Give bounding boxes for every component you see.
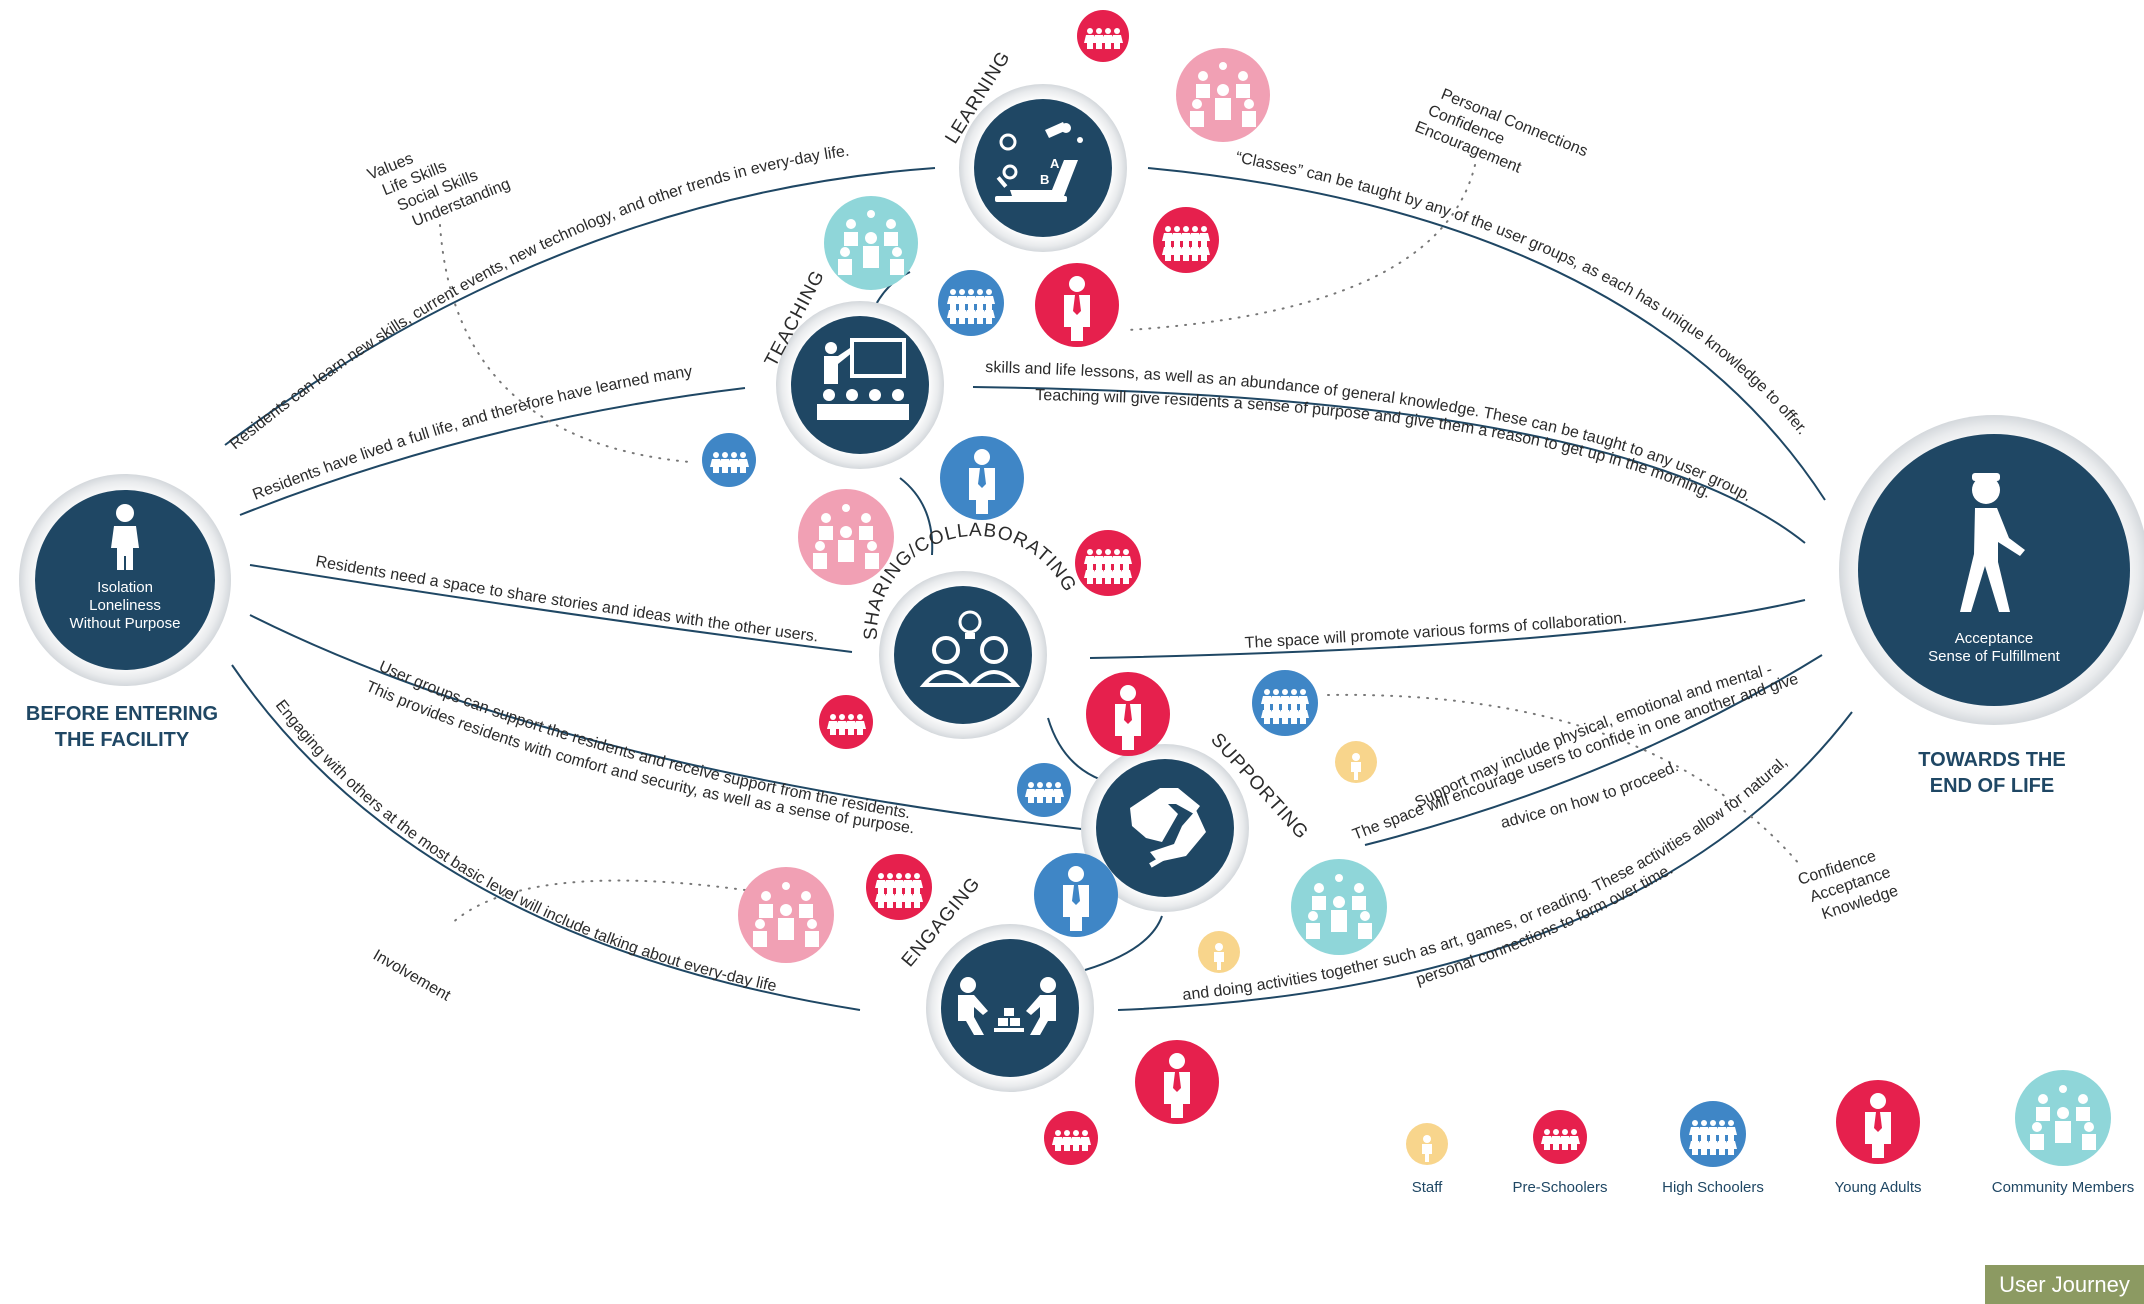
young-adult-icon [1034, 853, 1118, 937]
staff-icon [1335, 741, 1377, 783]
community-members-icon [2015, 1070, 2111, 1166]
staff-icon [1198, 931, 1240, 973]
hub-link-4 [1084, 915, 1163, 971]
young-adult-icon [940, 436, 1024, 520]
classroom-teacher-icon [817, 338, 909, 420]
svg-text:Without Purpose: Without Purpose [70, 615, 181, 632]
play-together-icon [958, 977, 1056, 1035]
community-members-icon [1176, 48, 1270, 142]
stage-engaging: ENGAGING [898, 873, 1094, 1092]
legend-community-members: Community Members [1992, 1070, 2135, 1196]
involvement-label: Involvement [370, 947, 454, 1005]
legend-pre-schoolers: Pre-Schoolers [1512, 1110, 1608, 1196]
pre-schoolers-icon [1153, 207, 1219, 273]
young-adult-icon [1135, 1040, 1219, 1124]
svg-text:Young Adults: Young Adults [1834, 1179, 1921, 1196]
stage-teaching: TEACHING [761, 267, 944, 469]
svg-text:Loneliness: Loneliness [89, 597, 161, 614]
support-left-curve [249, 614, 1091, 831]
share-left-text: Residents need a space to share stories … [314, 553, 819, 645]
svg-text:TOWARDS THE: TOWARDS THE [1918, 749, 2065, 771]
start-title: BEFORE ENTERING THE FACILITY [26, 703, 218, 751]
teach-right-text-1: skills and life lessons, as well as an a… [985, 359, 1755, 505]
hub-link-2 [899, 477, 934, 556]
high-schoolers-icon [1075, 530, 1141, 596]
pre-schoolers-icon [1077, 10, 1129, 62]
svg-text:Staff: Staff [1412, 1179, 1443, 1196]
staff-icon [1406, 1123, 1448, 1165]
learn-left-curve [224, 167, 936, 446]
values-list: Values Life Skills Social Skills Underst… [365, 150, 513, 230]
svg-text:Isolation: Isolation [97, 579, 153, 596]
legend-staff: Staff [1406, 1123, 1448, 1196]
young-adult-icon [1086, 672, 1170, 756]
user-group-bubbles [702, 10, 1387, 1165]
lonely-person-icon [111, 504, 139, 570]
start-hub: Isolation Loneliness Without Purpose [19, 474, 231, 686]
young-adult-icon [1035, 263, 1119, 347]
support-right-curve [1364, 654, 1823, 846]
community-members-icon [798, 489, 894, 585]
svg-text:Sense of Fulfillment: Sense of Fulfillment [1928, 648, 2061, 665]
high-schoolers-icon [938, 270, 1004, 336]
legend: Staff Pre-Schoolers High Schoolers Young… [1406, 1070, 2134, 1196]
community-members-icon [1291, 859, 1387, 955]
pre-schoolers-icon [1533, 1110, 1587, 1164]
svg-text:BEFORE ENTERING: BEFORE ENTERING [26, 703, 218, 725]
handshake-icon [1130, 788, 1206, 868]
stage-sharing [879, 571, 1047, 739]
journey-curves [224, 167, 1853, 1011]
end-hub: Acceptance Sense of Fulfillment [1839, 415, 2144, 725]
engage-right-curve [1117, 711, 1853, 1011]
confidence-list: Confidence Acceptance Knowledge [1796, 848, 1900, 924]
legend-young-adults: Young Adults [1834, 1080, 1922, 1196]
svg-text:A: A [1050, 156, 1060, 171]
high-schoolers-icon [866, 854, 932, 920]
share-right-curve [1089, 599, 1806, 659]
svg-text:B: B [1040, 172, 1049, 187]
svg-text:Pre-Schoolers: Pre-Schoolers [1512, 1179, 1607, 1196]
svg-text:Community Members: Community Members [1992, 1179, 2135, 1196]
share-left-curve [249, 564, 853, 653]
pre-schoolers-icon [1044, 1111, 1098, 1165]
young-adult-icon [1836, 1080, 1920, 1164]
pre-schoolers-icon [1017, 763, 1071, 817]
teach-right-curve [972, 386, 1806, 544]
engage-left-curve [231, 664, 861, 1011]
connections-list: Personal Connections Confidence Encourag… [1412, 86, 1590, 177]
svg-text:Acceptance: Acceptance [1955, 630, 2033, 647]
svg-text:THE FACILITY: THE FACILITY [55, 729, 190, 751]
legend-high-schoolers: High Schoolers [1662, 1101, 1764, 1196]
stage-learning: B A LEARNING [941, 47, 1127, 252]
high-schoolers-icon [1252, 670, 1318, 736]
community-members-icon [738, 867, 834, 963]
end-title: TOWARDS THE END OF LIFE [1918, 749, 2065, 797]
high-schoolers-icon [1680, 1101, 1746, 1167]
pre-schoolers-icon [819, 695, 873, 749]
svg-text:END OF LIFE: END OF LIFE [1930, 775, 2054, 797]
user-journey-badge: User Journey [1985, 1265, 2144, 1304]
laptop-learning-icon: B A [995, 122, 1083, 202]
idea-sharing-icon [919, 610, 1021, 687]
dotted-leaders [439, 164, 1801, 926]
community-members-icon [824, 196, 918, 290]
walking-person-icon [1960, 473, 2025, 612]
svg-text:High Schoolers: High Schoolers [1662, 1179, 1764, 1196]
teach-left-curve [239, 387, 746, 516]
pre-schoolers-icon [702, 433, 756, 487]
engage-right-text-2: personal connections to form over time. [1414, 861, 1676, 989]
learn-right-curve [1147, 167, 1826, 501]
